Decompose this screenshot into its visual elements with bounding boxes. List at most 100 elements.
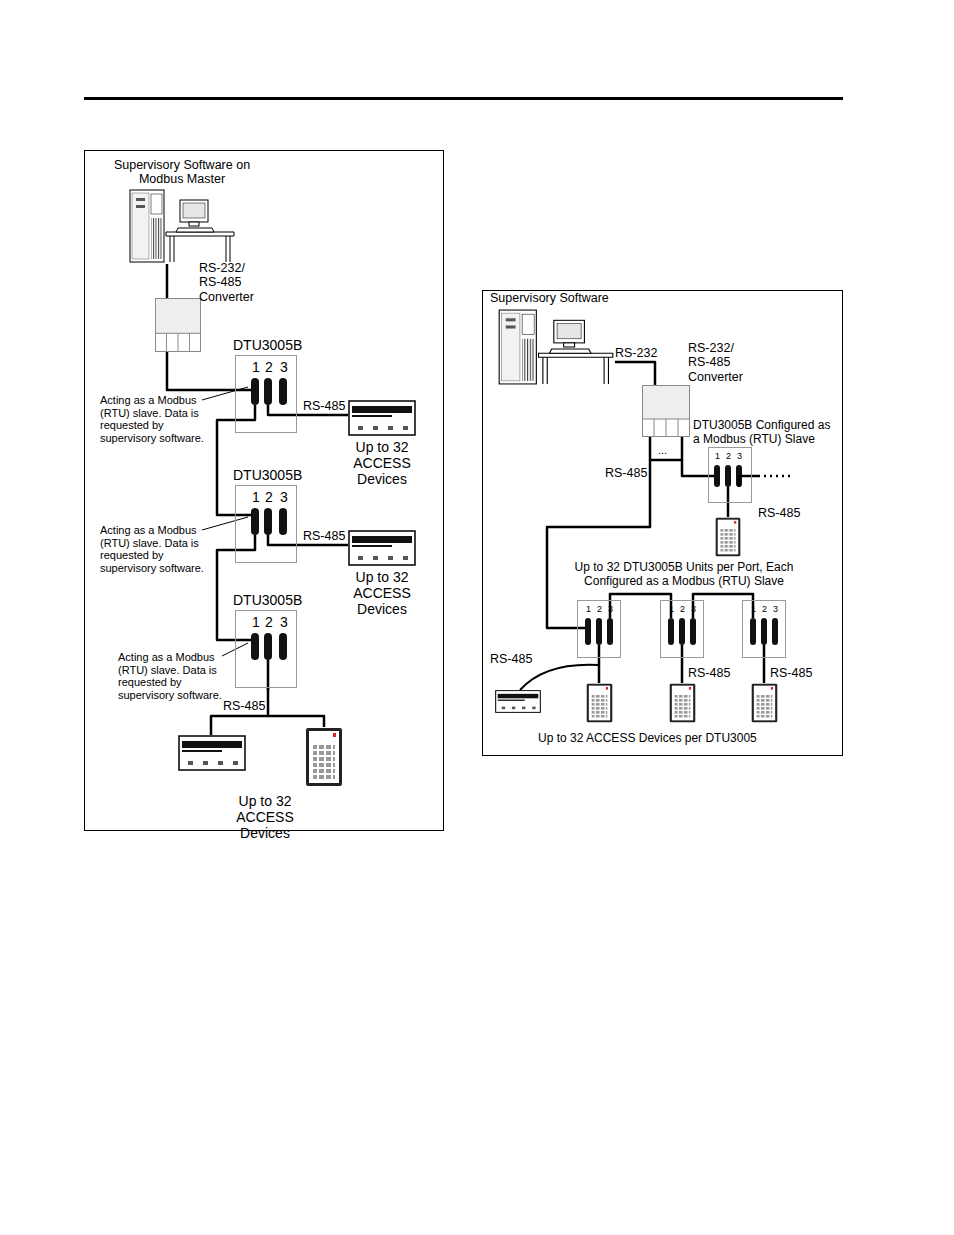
port-number: 3 [608, 604, 613, 614]
port-number: 3 [737, 451, 742, 461]
port-number: 2 [265, 614, 273, 630]
signal-label: RS-485 [222, 699, 266, 713]
wire [615, 362, 655, 385]
port-slots [279, 508, 287, 535]
keypad-icon [716, 518, 741, 557]
wire [520, 665, 599, 690]
keypad-icon [752, 684, 778, 723]
meter-icon [349, 531, 415, 565]
figure-frame [483, 291, 843, 756]
port-slots [279, 633, 287, 660]
unit-caption: DTU3005B Configured as a Modbus (RTU) Sl… [693, 419, 839, 447]
computer-icon [130, 190, 234, 262]
port-slots [264, 508, 272, 535]
port-slots [761, 618, 767, 645]
port-number: 1 [252, 489, 260, 505]
meter-icon [179, 736, 245, 770]
unit-name: DTU3005B [233, 467, 302, 483]
signal-label: RS-485 [302, 399, 346, 413]
computer: Supervisory Software [497, 308, 615, 386]
port-number: 2 [265, 489, 273, 505]
meter-icon [349, 401, 415, 435]
converter-icon [643, 386, 690, 438]
port-number: 2 [726, 451, 731, 461]
port-number: 3 [280, 489, 288, 505]
port-number: 3 [280, 359, 288, 375]
port-number: 1 [715, 451, 720, 461]
port-number: 3 [280, 614, 288, 630]
dtu-unit: DTU3005B Configured as a Modbus (RTU) Sl… [708, 447, 752, 503]
converter: RS-232/ RS-485 Converter [642, 385, 690, 437]
signal-label: RS-485 [302, 529, 346, 543]
dtu-unit: DTU3005B123 [235, 355, 297, 433]
port-slots [607, 618, 613, 645]
port-number: 1 [751, 604, 756, 614]
port-slots [585, 618, 591, 645]
computer-icon [499, 310, 613, 384]
leader-line [202, 387, 248, 656]
port-slots [772, 618, 778, 645]
unit-name: DTU3005B [233, 337, 302, 353]
signal-label: RS-232 [614, 346, 658, 360]
port-slots [725, 465, 731, 487]
wire [166, 264, 169, 298]
access-meter: Up to 32 ACCESS Devices [178, 735, 246, 771]
port-number: 2 [680, 604, 685, 614]
converter-label: RS-232/ RS-485 Converter [199, 261, 261, 304]
signal-label: RS-485 [490, 652, 532, 666]
port-slots [251, 508, 259, 535]
keypad-icon [670, 684, 696, 723]
continuation-dots [764, 475, 792, 478]
port-slots [679, 618, 685, 645]
device-count: Up to 32 ACCESS Devices [328, 569, 436, 617]
dtu-unit: DTU3005B123 [235, 485, 297, 563]
keypad-icon [587, 684, 613, 723]
callout-note: Acting as a Modbus (RTU) slave. Data is … [100, 524, 208, 575]
wire [217, 550, 235, 640]
dtu-unit: 123 [577, 600, 621, 658]
wire [297, 414, 348, 417]
port-number: 3 [773, 604, 778, 614]
dtu-unit: 123 [742, 600, 786, 658]
port-slots [714, 465, 720, 487]
group-note: Up to 32 DTU3005B Units per Port, Each C… [560, 561, 808, 589]
converter-icon [155, 299, 200, 352]
dtu-unit: 123 [660, 600, 704, 658]
port-number: 3 [691, 604, 696, 614]
group-note: Up to 32 ACCESS Devices per DTU3005 [538, 732, 757, 746]
port-slots [668, 618, 674, 645]
ellipsis: ... [658, 444, 667, 457]
software-label: Supervisory Software [490, 291, 609, 305]
callout-note: Acting as a Modbus (RTU) slave. Data is … [100, 394, 208, 445]
port-number: 1 [252, 614, 260, 630]
access-meter: Up to 32 ACCESS Devices [348, 530, 416, 566]
wire [167, 352, 235, 390]
device-count: Up to 32 ACCESS Devices [328, 439, 436, 487]
meter-icon [496, 691, 541, 713]
header-rule [84, 97, 843, 100]
port-number: 2 [762, 604, 767, 614]
keypad-icon [306, 728, 342, 786]
port-number: 1 [586, 604, 591, 614]
port-slots [596, 618, 602, 645]
unit-name: DTU3005B [233, 592, 302, 608]
converter-label: RS-232/ RS-485 Converter [688, 341, 750, 384]
wire-stubs [235, 390, 764, 727]
port-slots [264, 633, 272, 660]
port-slots [279, 378, 287, 405]
port-number: 2 [597, 604, 602, 614]
port-slots [251, 378, 259, 405]
port-slots [264, 378, 272, 405]
port-slots [690, 618, 696, 645]
dtu-unit: DTU3005B123 [235, 610, 297, 688]
software-label: Supervisory Software on Modbus Master [106, 158, 258, 187]
port-slots [251, 633, 259, 660]
figure-frame [85, 151, 444, 831]
access-meter: Up to 32 ACCESS Devices [348, 400, 416, 436]
converter: RS-232/ RS-485 Converter [155, 298, 201, 352]
port-number: 2 [265, 359, 273, 375]
device-count: Up to 32 ACCESS Devices [211, 793, 319, 841]
wire [297, 544, 348, 547]
port-number: 1 [669, 604, 674, 614]
